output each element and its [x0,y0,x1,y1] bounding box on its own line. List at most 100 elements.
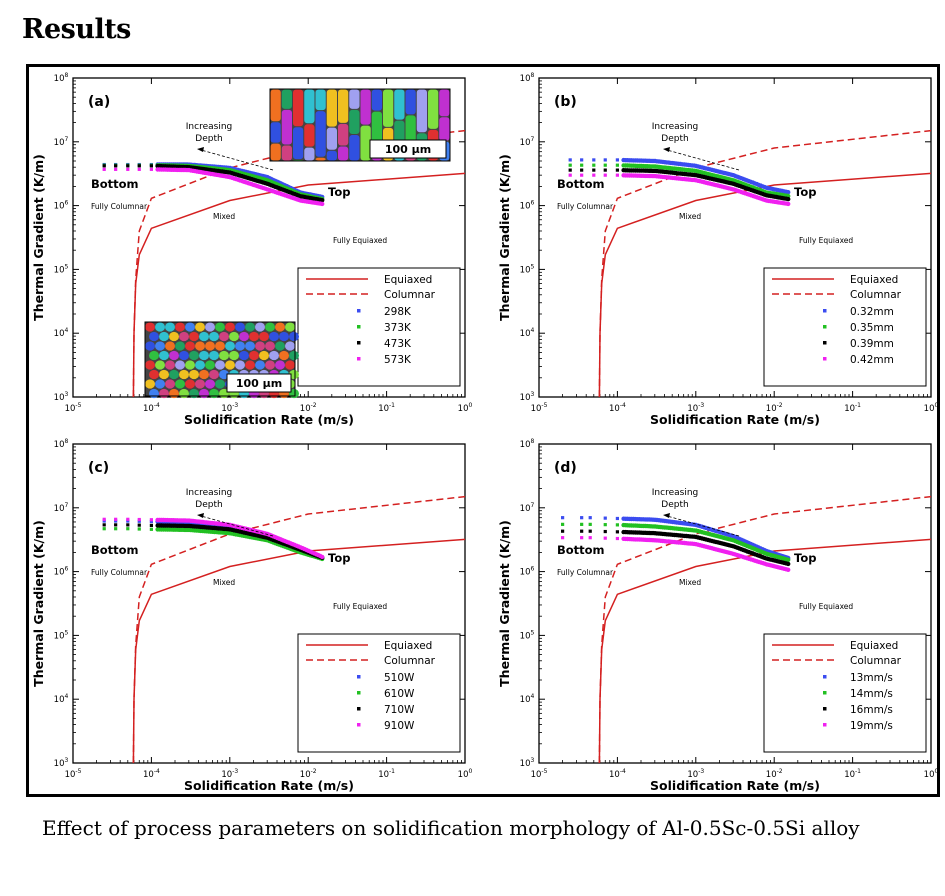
equiaxed-region-label: Fully Equiaxed [333,602,387,611]
x-axis-label: Solidification Rate (m/s) [184,412,354,427]
grain [285,341,295,351]
grain [270,122,281,143]
data-point [588,516,592,520]
legend-marker-blue [357,309,361,313]
increasing-depth-label: Depth [195,134,222,144]
data-point [126,167,130,171]
grain [269,350,279,361]
grain [349,135,360,161]
columnar-line [598,495,931,763]
y-tick-label: 103 [54,391,69,403]
grain [189,350,199,361]
series-magenta [561,536,791,572]
data-point [580,173,584,177]
grain [149,369,159,380]
grain [229,350,239,361]
panel-label: (d) [554,460,577,476]
y-tick-label: 107 [520,136,535,148]
legend-marker-black [823,341,827,345]
grain [189,331,199,342]
grain [275,341,285,351]
legend-label: 910W [384,720,415,732]
grain [275,322,285,332]
y-axis-label: Thermal Gradient (K/m) [31,154,46,321]
grain [179,331,189,342]
grain [159,331,169,342]
y-tick-label: 105 [54,629,69,641]
y-tick-label: 105 [520,263,535,275]
increasing-depth-label: Increasing [186,122,232,132]
x-tick-label: 10-5 [531,768,548,780]
mixed-region-label: Mixed [679,578,701,587]
grain [349,89,360,109]
grain [235,322,245,332]
grain [326,127,337,150]
columnar-region-label: Fully Columnar [557,202,614,211]
grain [293,89,304,127]
x-tick-label: 10-3 [687,768,704,780]
grain [175,341,185,351]
grain [270,143,281,161]
mixed-region-label: Mixed [213,212,235,221]
y-tick-label: 106 [520,566,535,578]
bottom-label: Bottom [557,177,605,191]
legend-marker-magenta [823,723,827,727]
grain [235,360,245,370]
data-point [114,517,118,521]
data-point [126,519,130,523]
grain [326,89,337,127]
increasing-depth-label: Depth [195,500,222,510]
top-label: Top [328,185,350,199]
y-tick-label: 107 [54,502,69,514]
equiaxed-region-label: Fully Equiaxed [799,602,853,611]
grain [405,89,416,115]
data-point [615,158,619,162]
grain [259,331,269,342]
page-title: Results [22,14,131,45]
data-point [114,167,118,171]
depth-arrow [666,149,740,171]
grain [169,331,179,342]
data-point [615,523,619,527]
x-tick-label: 10-2 [766,768,783,780]
y-tick-label: 103 [520,391,535,403]
grain [383,89,394,127]
data-point [137,523,141,527]
data-point [114,164,118,168]
top-label: Top [794,185,816,199]
y-tick-label: 105 [520,629,535,641]
grain [229,331,239,342]
data-point [561,516,565,520]
data-point [603,173,607,177]
data-point [137,167,141,171]
micrograph-border [144,321,296,397]
data-point [603,163,607,167]
data-point [615,516,619,521]
grain [255,341,265,351]
grain [225,360,235,370]
x-tick-label: 100 [458,402,473,414]
equiaxed-region-label: Fully Equiaxed [799,236,853,245]
y-tick-label: 104 [54,693,69,705]
grain [199,369,209,380]
grain [245,322,255,332]
data-point [592,168,596,172]
grain [169,350,179,361]
legend-marker-black [357,341,361,345]
data-point [568,168,572,172]
grain [155,360,165,370]
data-point [561,522,565,526]
legend-label: 0.35mm [850,322,894,334]
plot-area [538,77,932,398]
legend-label: 473K [384,338,412,350]
grain [279,331,289,342]
series-green [561,522,791,562]
x-tick-label: 10-4 [143,768,160,780]
bottom-label: Bottom [91,177,139,191]
data-point [568,158,572,162]
y-tick-label: 106 [520,200,535,212]
legend-box [763,633,927,753]
